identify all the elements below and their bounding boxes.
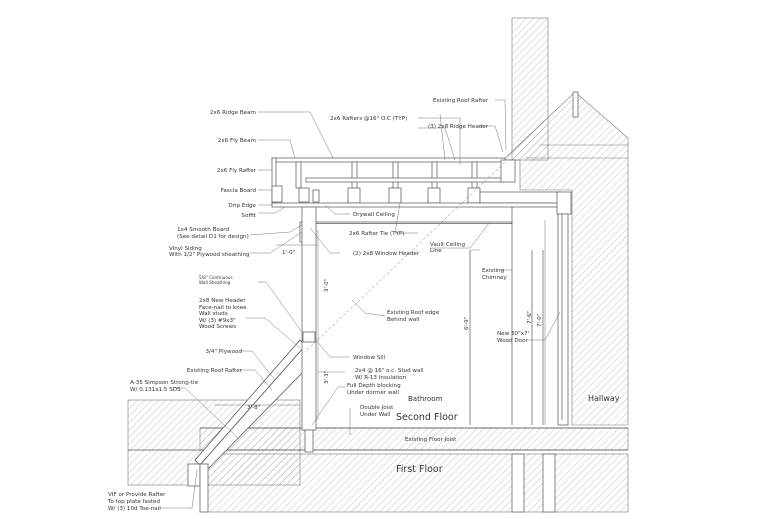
- label-existing-rafter-low: Existing Roof Rafter: [187, 368, 243, 374]
- label-double-joist: Double Joist: [360, 405, 394, 411]
- callouts: 2x6 Ridge Beam 2x6 Fly Beam 2x6 Fly Raft…: [107, 98, 529, 512]
- label-roof-edge-2: Behind wall: [387, 317, 420, 323]
- label-vif-2: To top plate fasted: [107, 499, 161, 505]
- label-header-3: Wall studs: [199, 311, 228, 317]
- label-existing-rafter-top: Existing Roof Rafter: [433, 98, 489, 104]
- dim-vault: 6'-9": [464, 316, 470, 330]
- dim-knee: 3'-8": [247, 405, 261, 411]
- label-stud-2: W/ R-13 Insulation: [355, 375, 407, 381]
- label-vif: VIF or Provide Rafter: [108, 492, 166, 498]
- label-door: New 30"x7': [497, 331, 529, 337]
- existing-beam: [479, 191, 561, 204]
- label-door-2: Wood Door: [497, 338, 529, 344]
- dimension-lines: [214, 220, 546, 425]
- label-vif-3: W/ (3) 10d Toe-nail: [108, 506, 161, 512]
- roof-deck: [271, 157, 506, 163]
- dormer-framing: [271, 157, 572, 453]
- label-header-4: W/ (3) #9x3": [199, 318, 236, 324]
- label-smooth-board: 1x4 Smooth Board: [177, 227, 229, 233]
- label-vinyl: Vinyl Siding: [169, 246, 202, 252]
- label-stud: 2x4 @ 16" o.c. Stud wall: [355, 368, 424, 374]
- label-fascia: Fascia Board: [221, 188, 257, 194]
- label-chimney-2: Chimney: [482, 275, 507, 281]
- dim-upper-wall: 3'-0": [324, 278, 330, 292]
- label-floor-joist: Existing Floor Joist: [405, 437, 457, 443]
- label-sheathing-2: Wall Sheathing: [199, 280, 231, 285]
- rafter-tie: [304, 221, 513, 224]
- ceiling-line: [271, 202, 563, 208]
- label-ridge-beam: 2x6 Ridge Beam: [210, 110, 256, 116]
- label-chimney: Existing: [482, 268, 505, 274]
- label-vinyl-note: With 1/2" Plywood sheathing: [169, 252, 250, 258]
- dim-door: 7'-0": [537, 313, 543, 327]
- label-roof-edge: Existing Roof edge: [387, 310, 440, 316]
- existing-roof-rafter: [187, 339, 306, 513]
- label-sheathing: 5/8" Continuous: [199, 275, 233, 280]
- label-strongtie: A-35 Simpson Strong-tie: [130, 380, 199, 386]
- window-sill: [302, 331, 316, 343]
- room-second-floor: Second Floor: [396, 412, 458, 423]
- room-first-floor: First Floor: [396, 464, 443, 475]
- dim-lower-wall: 3'-3": [324, 370, 330, 384]
- roof-edge-dashed: [304, 161, 506, 353]
- first-floor-zone: [204, 453, 629, 513]
- ridge-header: [500, 159, 516, 183]
- blocking: [304, 429, 314, 453]
- label-window-sill: Window Sill: [353, 355, 385, 361]
- door-frame: [557, 213, 569, 426]
- label-header-5: Wood Screws: [199, 324, 236, 330]
- label-window-header: (2) 2x8 Window Header: [353, 251, 420, 257]
- label-soffit: Soffit: [241, 213, 256, 219]
- label-blocking: Full Depth blocking: [347, 383, 401, 389]
- label-fly-beam: 2x6 Fly Beam: [218, 138, 256, 144]
- label-blocking-2: Under dormer wall: [347, 390, 399, 396]
- label-vault: Vault Ceiling: [430, 242, 465, 248]
- label-vault-2: Line: [430, 248, 442, 254]
- label-smooth-board-note: (See detail D1 for design): [177, 234, 249, 240]
- room-bathroom: Bathroom: [408, 395, 443, 403]
- label-rafter-tie: 2x6 Rafter Tie (TYP): [349, 231, 405, 237]
- dim-overhang: 1'-0": [282, 250, 296, 256]
- label-header-2: Face-nail to knee: [199, 305, 247, 311]
- label-double-joist-2: Under Wall: [360, 412, 391, 418]
- label-drip-edge: Drip Edge: [228, 203, 256, 209]
- room-hallway: Hallway: [588, 394, 620, 403]
- existing-structure: [127, 17, 629, 513]
- leader-lines: [160, 99, 561, 509]
- stud-wall: [301, 206, 317, 431]
- dim-ceiling: 7'-6": [527, 310, 533, 324]
- label-header: 2x8 New Header: [199, 298, 246, 304]
- label-drywall: Drywall Ceiling: [353, 212, 395, 218]
- label-ridge-header: (3) 2x8 Ridge Header: [428, 124, 489, 130]
- label-fly-rafter: 2x6 Fly Rafter: [217, 168, 257, 174]
- existing-roof-gable: [502, 91, 629, 426]
- label-plywood: 3/4" Plywood: [205, 349, 242, 355]
- label-rafters: 2x6 Rafters @16" O.C (TYP): [330, 116, 407, 122]
- label-strongtie-2: W/ 0.131x1.5 SDS: [130, 387, 181, 393]
